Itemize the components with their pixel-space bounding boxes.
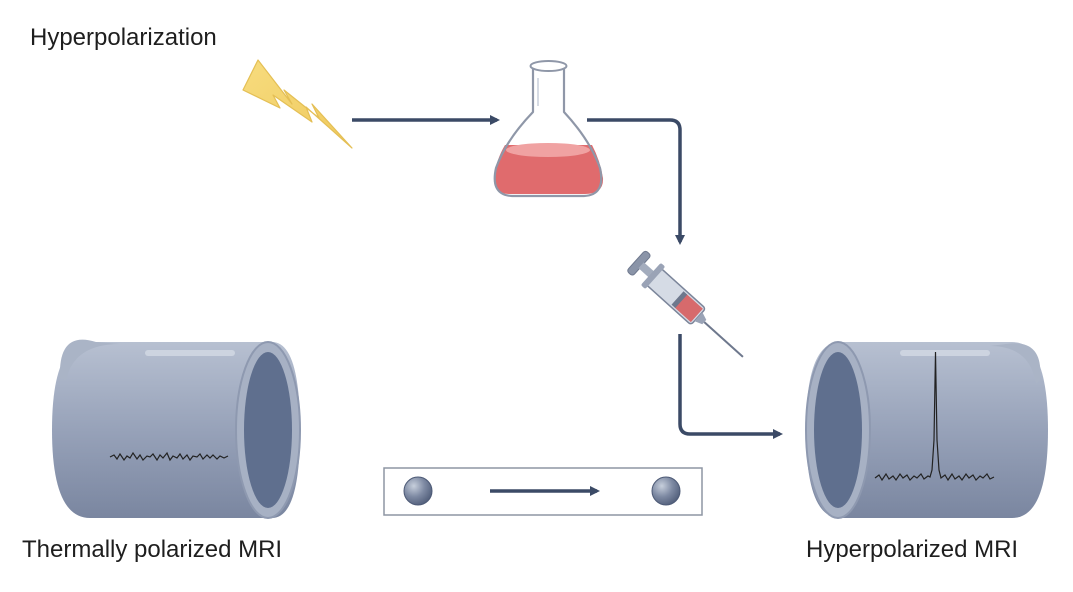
label-hyperpolarization: Hyperpolarization (30, 24, 217, 51)
arrow-syringe-to-mri (678, 334, 783, 439)
arrow-flask-to-syringe (587, 118, 685, 245)
thermal-signal-trace (109, 451, 229, 462)
mri-scanner-hyperpolarized (805, 341, 1048, 519)
lightning-bolt-icon (242, 59, 353, 149)
label-thermally-polarized-mri: Thermally polarized MRI (22, 536, 283, 563)
nuclear-spin-sphere-icon (651, 476, 681, 506)
nuclear-spin-sphere-icon (403, 476, 433, 506)
hyperpolarized-signal-trace (874, 351, 995, 482)
syringe-icon (627, 250, 744, 358)
mri-scanner-thermal (52, 339, 301, 519)
erlenmeyer-flask-icon (493, 60, 604, 198)
label-hyperpolarized-mri: Hyperpolarized MRI (806, 536, 1019, 563)
spin-comparison-box (383, 467, 703, 516)
